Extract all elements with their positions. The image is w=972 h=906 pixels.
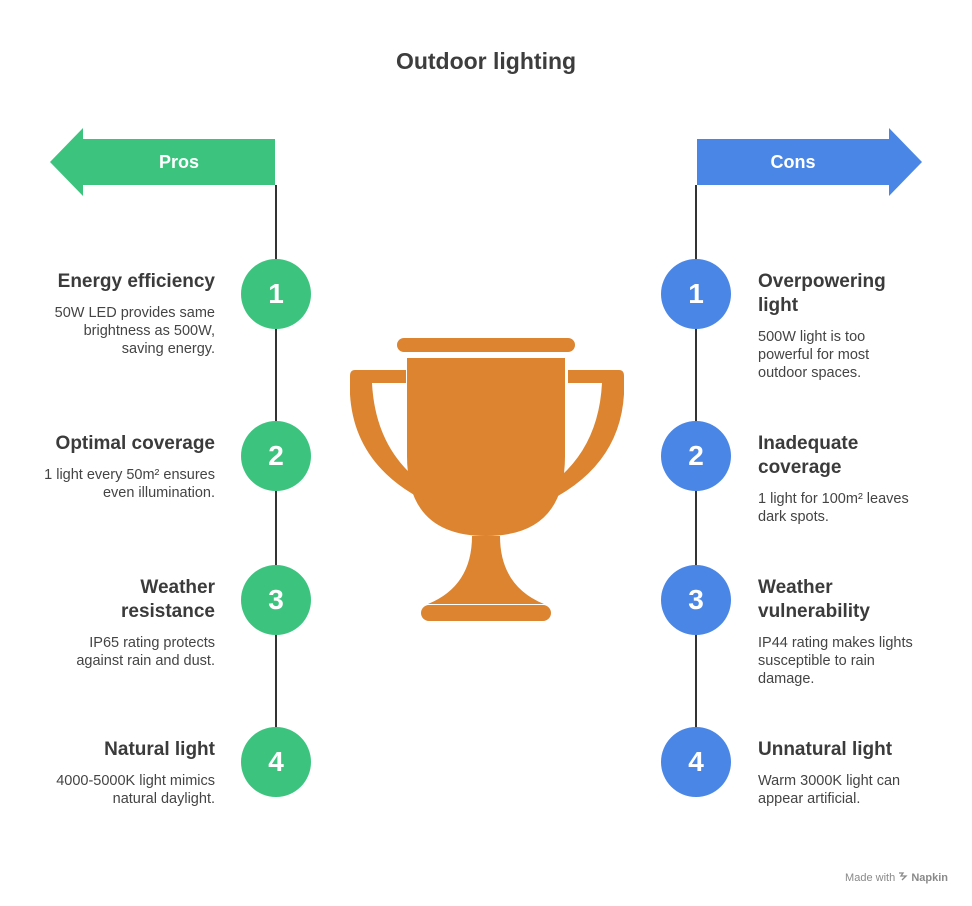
cons-item-title: Inadequate coverage [758, 433, 859, 478]
cons-item-3: Weather vulnerability IP44 rating makes … [758, 576, 928, 688]
pros-label: Pros [158, 152, 200, 172]
cons-number-4: 4 [661, 727, 731, 797]
cons-item-desc: 1 light for 100m² leaves dark spots. [758, 491, 909, 525]
pros-item-title: Energy efficiency [57, 271, 215, 292]
pros-item-desc: 4000-5000K light mimics natural daylight… [56, 773, 215, 807]
pros-item-title: Weather resistance [120, 577, 215, 622]
cons-item-desc: Warm 3000K light can appear artificial. [758, 773, 901, 807]
pros-arrow: Pros [50, 128, 276, 196]
cons-item-title: Overpowering light [758, 271, 886, 316]
pros-number-4: 4 [241, 727, 311, 797]
pros-number-2: 2 [241, 421, 311, 491]
cons-number-1: 1 [661, 259, 731, 329]
cons-arrow: Cons [696, 128, 922, 196]
cons-number-2: 2 [661, 421, 731, 491]
pros-item-3: Weather resistance IP65 rating protects … [70, 576, 215, 670]
cons-item-title: Weather vulnerability [758, 577, 870, 622]
brand-name: Napkin [911, 872, 948, 884]
footer-credit: Made with Napkin [845, 871, 948, 884]
cons-item-4: Unnatural light Warm 3000K light can app… [758, 738, 928, 808]
arrow-left-icon [50, 128, 275, 196]
cons-number-3: 3 [661, 565, 731, 635]
diagram-title: Outdoor lighting [395, 48, 577, 74]
arrow-right-icon [697, 128, 922, 196]
pros-number-3: 3 [241, 565, 311, 635]
pros-item-4: Natural light 4000-5000K light mimics na… [40, 738, 215, 808]
trophy-icon [349, 336, 625, 631]
pros-item-title: Optimal coverage [55, 433, 215, 454]
cons-label: Cons [770, 152, 816, 172]
pros-item-desc: 50W LED provides same brightness as 500W… [54, 305, 215, 357]
cons-item-desc: IP44 rating makes lights susceptible to … [758, 635, 913, 687]
cons-item-title: Unnatural light [758, 739, 893, 760]
cons-item-2: Inadequate coverage 1 light for 100m² le… [758, 432, 928, 526]
pros-number-1: 1 [241, 259, 311, 329]
made-with-text: Made with [845, 872, 896, 884]
cons-timeline [695, 185, 697, 797]
pros-item-2: Optimal coverage 1 light every 50m² ensu… [40, 432, 215, 502]
cons-item-desc: 500W light is too powerful for most outd… [758, 329, 870, 381]
pros-item-1: Energy efficiency 50W LED provides same … [40, 270, 215, 358]
pros-item-desc: 1 light every 50m² ensures even illumina… [44, 467, 215, 501]
cons-item-1: Overpowering light 500W light is too pow… [758, 270, 908, 382]
pros-timeline [275, 185, 277, 797]
pros-item-desc: IP65 rating protects against rain and du… [76, 635, 215, 669]
napkin-logo-icon [898, 871, 908, 884]
pros-item-title: Natural light [104, 739, 215, 760]
